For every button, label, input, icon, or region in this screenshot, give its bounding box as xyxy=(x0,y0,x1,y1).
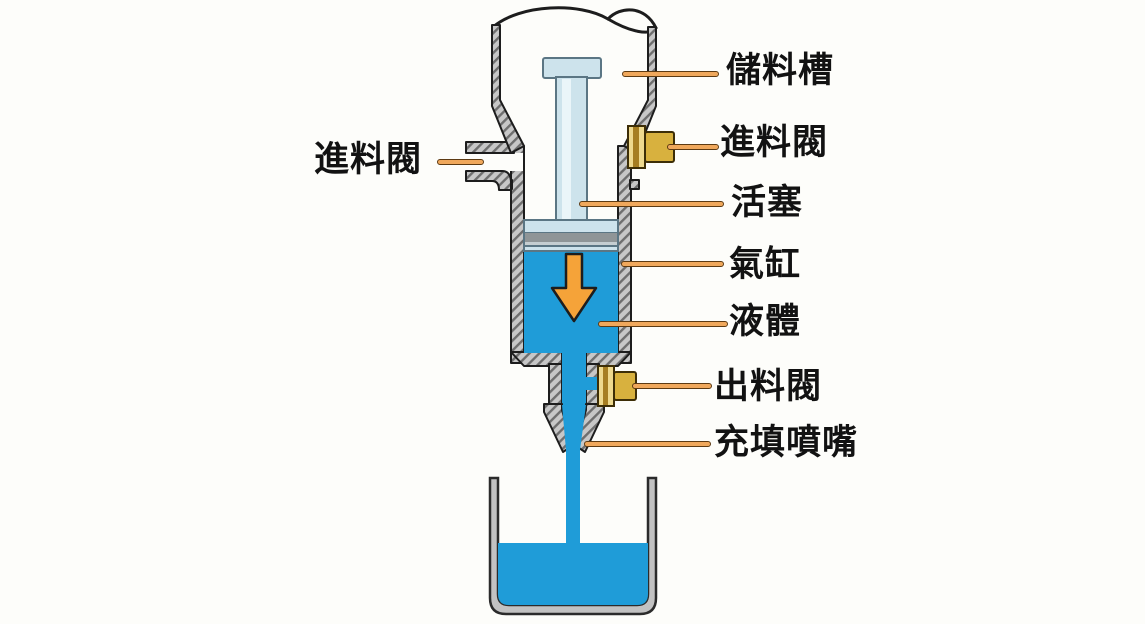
label-feed-valve-left: 進料閥 xyxy=(314,140,423,180)
leader-liquid xyxy=(598,321,728,327)
leader-piston xyxy=(579,201,724,207)
storage-tank-shell xyxy=(491,6,658,154)
leader-feed-valve-right xyxy=(667,144,719,150)
leader-filling-nozzle xyxy=(584,441,711,447)
leader-feed-valve-left xyxy=(437,159,484,165)
label-feed-valve-right: 進料閥 xyxy=(720,123,829,163)
leader-discharge-valve xyxy=(632,383,712,389)
beaker xyxy=(488,476,658,616)
label-filling-nozzle: 充填噴嘴 xyxy=(714,423,859,463)
label-liquid: 液體 xyxy=(729,302,802,342)
label-piston: 活塞 xyxy=(731,183,804,223)
leader-cylinder xyxy=(621,261,724,267)
liquid-stream xyxy=(562,405,586,546)
down-arrow-icon xyxy=(550,252,598,323)
label-discharge-valve: 出料閥 xyxy=(714,367,823,407)
discharge-valve-fitting xyxy=(597,365,637,407)
beaker-liquid xyxy=(498,543,648,605)
feed-valve-right-fitting xyxy=(627,125,675,169)
feed-pipe-left xyxy=(465,141,523,191)
leader-storage-tank xyxy=(622,71,719,77)
label-cylinder: 氣缸 xyxy=(729,245,802,285)
piston-assembly xyxy=(523,57,619,252)
label-storage-tank: 儲料槽 xyxy=(726,51,835,91)
